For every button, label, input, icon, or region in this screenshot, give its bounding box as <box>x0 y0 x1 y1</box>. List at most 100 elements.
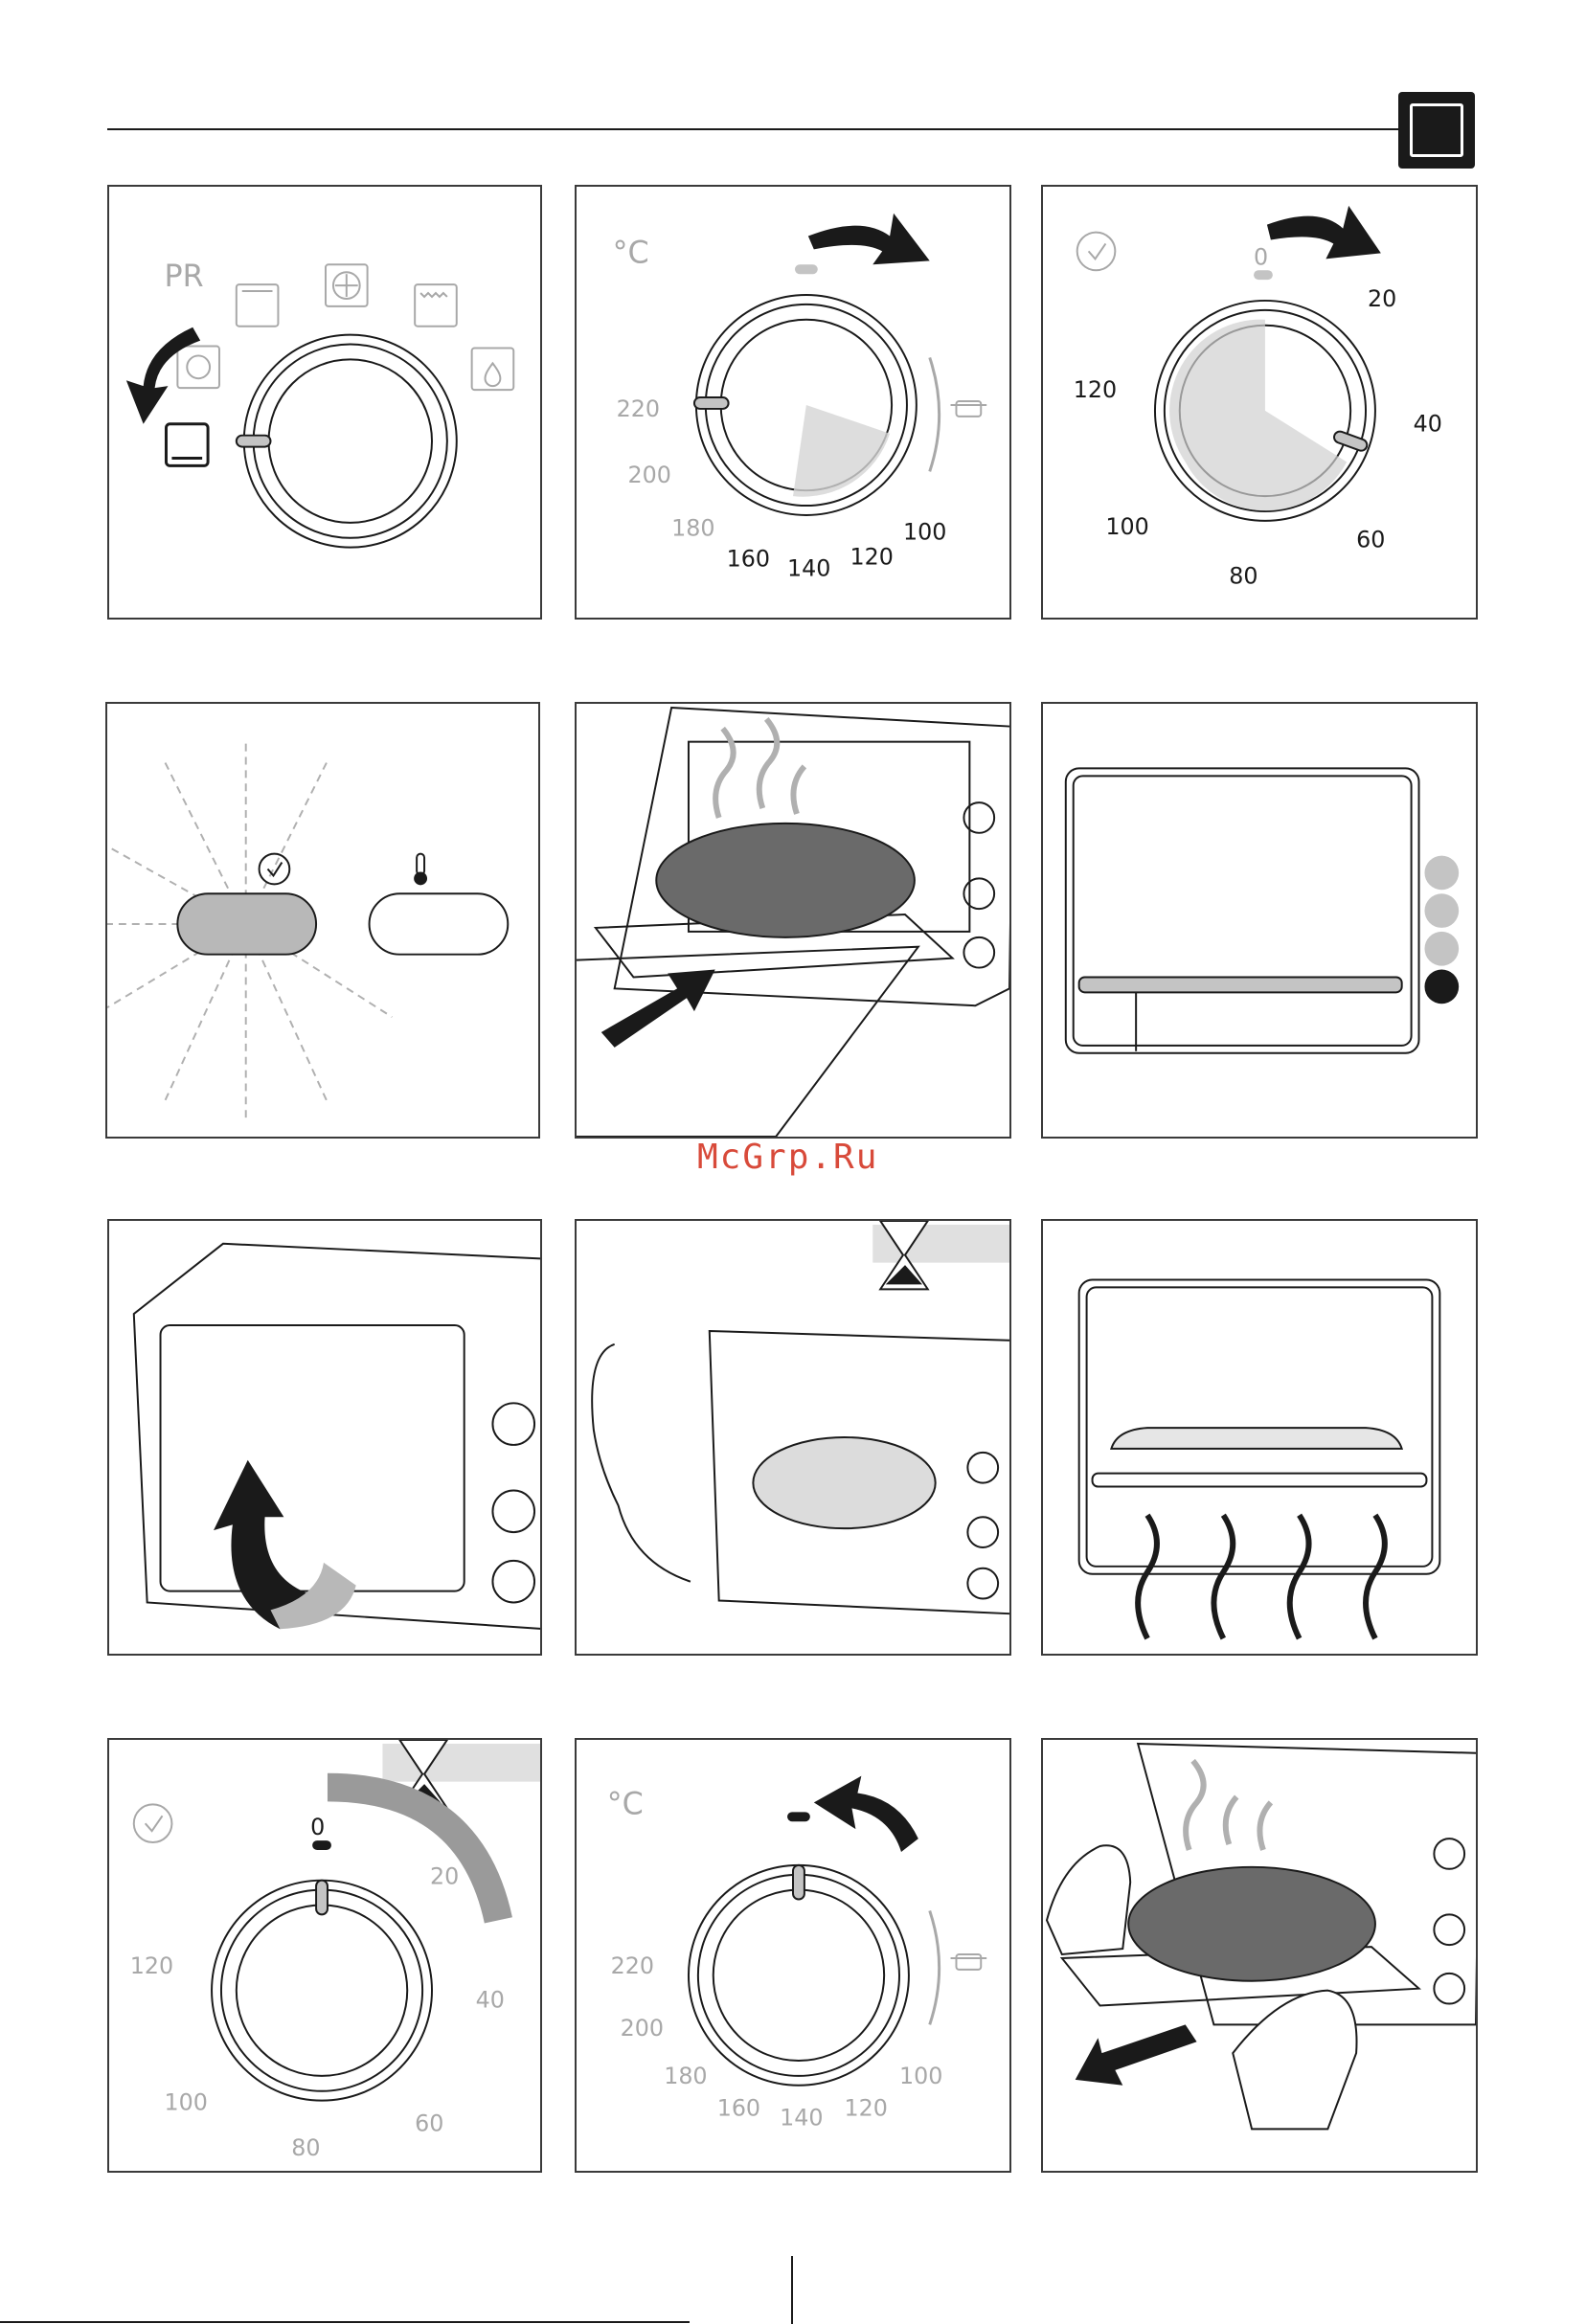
timer-100: 100 <box>1105 513 1148 540</box>
thermometer-icon <box>415 854 426 885</box>
arrow-icon <box>1076 2024 1197 2085</box>
rack-level-indicator <box>1424 856 1459 1004</box>
arrow-icon <box>601 970 715 1048</box>
timer-120: 120 <box>1074 376 1117 403</box>
temp-120: 120 <box>850 543 893 570</box>
pr-label: PR <box>164 259 203 294</box>
clock-icon <box>1077 233 1116 271</box>
timer-20: 20 <box>430 1863 459 1890</box>
arrow-icon <box>1267 206 1381 259</box>
top-heat-icon <box>237 284 279 327</box>
knob-indicator <box>793 1865 804 1900</box>
panel-temperature-knob: °C 220 200 180 160 140 120 100 <box>575 185 1011 620</box>
timer-arc <box>328 1788 498 1921</box>
knob-mark <box>1254 270 1273 280</box>
heat-arrow-icon <box>1138 1515 1385 1638</box>
temp-180: 180 <box>671 515 714 542</box>
control-knob <box>967 1453 998 1599</box>
timer-light-on <box>177 893 316 954</box>
oven-mitt <box>1233 1991 1356 2130</box>
knob-shade <box>1169 320 1347 511</box>
fan-icon <box>326 264 368 306</box>
oven-rack <box>1093 1474 1427 1487</box>
celsius-label: °C <box>613 236 649 270</box>
control-knob <box>963 802 994 967</box>
temp-100: 100 <box>899 2063 942 2089</box>
clock-icon <box>260 854 290 885</box>
timer-0: 0 <box>1254 243 1268 270</box>
pot-bracket <box>930 357 940 471</box>
watermark: McGrp.Ru <box>697 1138 878 1177</box>
steam <box>715 719 804 818</box>
celsius-label: °C <box>607 1787 644 1821</box>
footer-rule <box>0 2321 690 2323</box>
control-knob <box>1434 1839 1464 2003</box>
pot-icon <box>951 401 987 417</box>
temp-140: 140 <box>787 554 830 581</box>
defrost-icon <box>472 349 514 391</box>
panel-insert-pizza <box>575 702 1011 1139</box>
knob-indicator <box>237 436 271 447</box>
panel-preheat-wait <box>575 1219 1011 1656</box>
steam <box>1186 1761 1271 1850</box>
timer-80: 80 <box>1229 562 1257 589</box>
page-divider <box>791 2256 793 2324</box>
oven-cavity <box>1079 1279 1440 1573</box>
timer-80: 80 <box>291 2134 320 2161</box>
panel-rack-level <box>1041 702 1478 1139</box>
clock-icon <box>134 1804 172 1842</box>
pot-bracket <box>930 1910 940 2024</box>
pizza <box>1111 1428 1401 1449</box>
pizza <box>753 1437 935 1528</box>
function-knob[interactable] <box>244 335 457 548</box>
timer-20: 20 <box>1368 285 1396 312</box>
knob-mark <box>795 264 818 274</box>
temperature-light-off <box>370 893 509 954</box>
temp-160: 160 <box>717 2095 760 2122</box>
panel-function-knob: PR <box>107 185 542 620</box>
timer-40: 40 <box>1414 411 1442 438</box>
panel-remove-pizza <box>1041 1738 1478 2173</box>
temp-120: 120 <box>845 2095 888 2122</box>
panel-close-door <box>107 1219 542 1656</box>
temp-100: 100 <box>903 519 946 546</box>
baking-tray <box>1079 977 1402 992</box>
oven-body <box>134 1244 540 1629</box>
panel-temperature-off: °C 220 200 180 160 140 120 100 <box>575 1738 1011 2173</box>
temp-180: 180 <box>664 2063 707 2089</box>
oven-door <box>577 947 918 1137</box>
conventional-icon <box>166 424 208 466</box>
temp-220: 220 <box>617 395 660 422</box>
control-knob <box>492 1403 534 1602</box>
knob-indicator <box>316 1881 328 1915</box>
timer-40: 40 <box>476 1987 505 2014</box>
arrow-icon <box>126 327 200 424</box>
timer-100: 100 <box>164 2089 207 2116</box>
arrow-icon <box>808 214 930 265</box>
temp-140: 140 <box>780 2104 823 2131</box>
pizza <box>656 824 915 937</box>
person-profile <box>592 1344 691 1582</box>
panel-timer-end: 0 20 40 60 80 100 120 <box>107 1738 542 2173</box>
temp-220: 220 <box>611 1952 654 1979</box>
timer-0: 0 <box>310 1814 325 1840</box>
temp-200: 200 <box>628 462 671 488</box>
knob-shade <box>793 405 890 497</box>
oven-mode-icon <box>1398 92 1475 169</box>
header-rule <box>107 128 1398 130</box>
knob-indicator <box>694 397 729 409</box>
panel-timer-knob: 0 20 40 60 80 100 120 <box>1041 185 1478 620</box>
arrow-icon <box>814 1776 918 1852</box>
knob-mark <box>312 1840 331 1850</box>
panel-heat-flow <box>1041 1219 1478 1656</box>
fan-grill-icon <box>177 347 219 389</box>
timer-60: 60 <box>415 2110 443 2136</box>
oven-door <box>161 1325 464 1591</box>
temp-200: 200 <box>621 2015 664 2042</box>
knob-mark <box>787 1812 810 1821</box>
oven-mitt <box>1047 1845 1130 1954</box>
pot-icon <box>951 1954 987 1970</box>
panel-indicator-lights <box>105 702 540 1139</box>
pizza <box>1128 1867 1375 1981</box>
timer-60: 60 <box>1356 527 1385 553</box>
